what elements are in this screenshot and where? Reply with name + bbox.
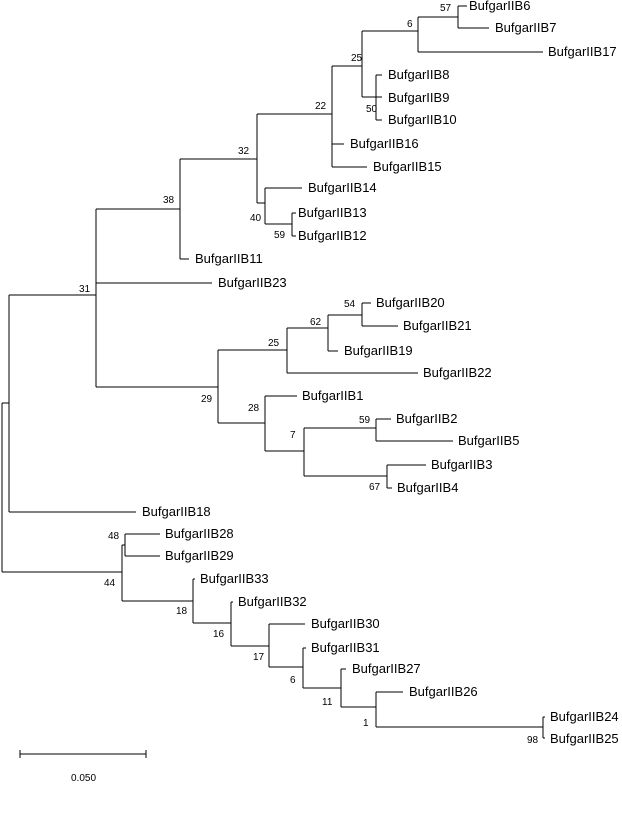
scale-bar xyxy=(19,750,147,758)
bootstrap-value: 59 xyxy=(274,230,286,241)
bootstrap-value: 32 xyxy=(238,146,250,157)
leaf-label: BufgarIIB13 xyxy=(298,205,367,220)
leaf-label: BufgarIIB10 xyxy=(388,112,457,127)
bootstrap-value: 28 xyxy=(248,403,260,414)
branch-node-29 xyxy=(217,349,287,424)
branch-node-1 xyxy=(375,691,543,728)
bootstrap-value: 16 xyxy=(213,629,225,640)
leaf-label: BufgarIIB21 xyxy=(403,318,472,333)
branch-node-59b xyxy=(375,418,453,442)
branch-node-25 xyxy=(361,30,418,98)
branch-node-top xyxy=(8,294,136,513)
leaf-label: BufgarIIB14 xyxy=(308,180,377,195)
leaf-label: BufgarIIB9 xyxy=(388,90,449,105)
bootstrap-value: 22 xyxy=(315,101,327,112)
branch-node-17 xyxy=(268,623,305,668)
bootstrap-value: 67 xyxy=(369,482,381,493)
branch-node-38 xyxy=(179,158,257,260)
bootstrap-value: 29 xyxy=(201,394,213,405)
branch-node-31 xyxy=(95,208,218,388)
leaf-labels: BufgarIIB6 BufgarIIB7 BufgarIIB17 Bufgar… xyxy=(142,0,619,746)
bootstrap-value: 54 xyxy=(344,299,356,310)
branch-node-22 xyxy=(331,65,367,168)
leaf-label: BufgarIIB29 xyxy=(165,548,234,563)
bootstrap-value: 62 xyxy=(310,317,322,328)
bootstrap-value: 50 xyxy=(366,104,378,115)
leaf-label: BufgarIIB30 xyxy=(311,616,380,631)
bootstrap-value: 44 xyxy=(104,578,116,589)
leaf-label: BufgarIIB1 xyxy=(302,388,363,403)
branch-node-18 xyxy=(192,578,231,624)
leaf-label: BufgarIIB32 xyxy=(238,594,307,609)
bootstrap-value: 31 xyxy=(79,284,91,295)
branch-node-32 xyxy=(256,113,332,204)
leaf-label: BufgarIIB7 xyxy=(495,20,556,35)
leaf-label: BufgarIIB17 xyxy=(548,44,617,59)
branch-node-6 xyxy=(417,16,543,53)
bootstrap-value: 7 xyxy=(290,430,296,441)
bootstrap-values: 57 6 25 50 22 32 40 59 38 31 54 62 25 29… xyxy=(79,3,539,746)
leaf-label: BufgarIIB12 xyxy=(298,228,367,243)
leaf-label: BufgarIIB15 xyxy=(373,159,442,174)
leaf-label: BufgarIIB20 xyxy=(376,295,445,310)
leaf-label: BufgarIIB24 xyxy=(550,709,619,724)
bootstrap-value: 6 xyxy=(407,19,413,30)
branch-node-62 xyxy=(327,314,362,352)
branch-node-57 xyxy=(457,5,489,29)
branch-node-25b xyxy=(286,327,418,374)
bootstrap-value: 25 xyxy=(351,53,363,64)
leaf-label: BufgarIIB33 xyxy=(200,571,269,586)
leaf-label: BufgarIIB8 xyxy=(388,67,449,82)
leaf-label: BufgarIIB3 xyxy=(431,457,492,472)
leaf-label: BufgarIIB25 xyxy=(550,731,619,746)
leaf-label: BufgarIIB19 xyxy=(344,343,413,358)
leaf-label: BufgarIIB27 xyxy=(352,661,421,676)
bootstrap-value: 17 xyxy=(253,652,265,663)
branch-node-54 xyxy=(361,302,398,327)
branch-node-28 xyxy=(264,395,304,452)
bootstrap-value: 98 xyxy=(527,735,539,746)
scale-bar-label: 0.050 xyxy=(71,773,96,784)
leaf-label: BufgarIIB18 xyxy=(142,504,211,519)
branch-node-50 xyxy=(375,74,382,121)
branch-node-11 xyxy=(340,668,376,708)
bootstrap-value: 57 xyxy=(440,3,452,14)
leaf-label: BufgarIIB11 xyxy=(195,251,263,266)
leaf-label: BufgarIIB28 xyxy=(165,526,234,541)
branch-node-48 xyxy=(124,533,160,557)
bootstrap-value: 6 xyxy=(290,675,296,686)
bootstrap-value: 1 xyxy=(363,718,369,729)
bootstrap-value: 59 xyxy=(359,415,371,426)
bootstrap-value: 25 xyxy=(268,338,280,349)
leaf-label: BufgarIIB23 xyxy=(218,275,287,290)
branch-node-40 xyxy=(264,187,302,225)
branch-node-7 xyxy=(303,427,387,477)
leaf-label: BufgarIIB4 xyxy=(397,480,458,495)
leaf-label: BufgarIIB26 xyxy=(409,684,478,699)
leaf-label: BufgarIIB6 xyxy=(469,0,530,13)
bootstrap-value: 18 xyxy=(176,606,188,617)
leaf-label: BufgarIIB22 xyxy=(423,365,492,380)
tree-branches xyxy=(1,5,545,758)
leaf-label: BufgarIIB2 xyxy=(396,411,457,426)
leaf-label: BufgarIIB31 xyxy=(311,640,380,655)
bootstrap-value: 11 xyxy=(322,697,333,708)
branch-node-98 xyxy=(542,716,545,739)
bootstrap-value: 38 xyxy=(163,195,175,206)
branch-node-6b xyxy=(302,647,341,689)
bootstrap-value: 40 xyxy=(250,213,262,224)
branch-node-59a xyxy=(291,212,296,237)
bootstrap-value: 48 xyxy=(108,531,120,542)
branch-node-67 xyxy=(386,464,426,489)
leaf-label: BufgarIIB16 xyxy=(350,136,419,151)
branch-root xyxy=(1,402,122,573)
branch-node-16 xyxy=(230,601,269,647)
leaf-label: BufgarIIB5 xyxy=(458,433,519,448)
